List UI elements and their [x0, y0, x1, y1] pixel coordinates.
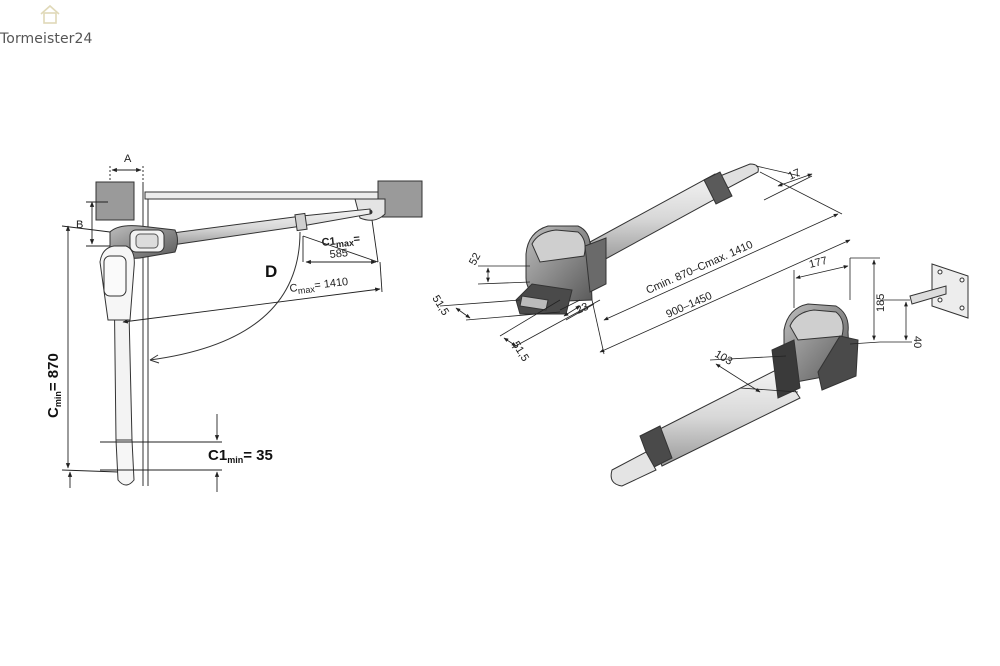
dim-185: 185	[875, 294, 887, 312]
cmin-main: C	[45, 407, 62, 418]
label-d: D	[265, 262, 277, 281]
iso-labels: 52 51,5 51,5 23 17 Cmin. 870–Cmax. 1410 …	[429, 167, 802, 364]
iso-operator-lower-drawing	[610, 263, 969, 487]
dim-17: 17	[786, 167, 802, 183]
gate-leaf-closed	[144, 191, 381, 200]
cmax-sub: max	[297, 284, 316, 296]
dim-23: 23	[574, 301, 590, 317]
iso-operator-drawing	[515, 163, 759, 315]
c1min-sub: min	[227, 455, 243, 465]
pillar	[95, 181, 135, 221]
wall-bracket-arm	[909, 285, 947, 305]
label-c1max-value: 585	[329, 247, 349, 261]
dim-51-5-a: 51,5	[429, 293, 451, 318]
c1min-value: = 35	[243, 447, 273, 464]
top-view-labels: A B D C1max= 585 Cmax= 1410 Cmin= 870 C1…	[45, 153, 361, 465]
label-b: B	[76, 219, 83, 231]
top-view-dimensions	[61, 167, 383, 492]
dim-177: 177	[808, 255, 829, 271]
piston-rod-lower	[610, 451, 657, 487]
c1max-main: C1	[321, 236, 336, 249]
brand-name: Tormeister24	[0, 31, 93, 47]
dim-51-5-b: 51,5	[509, 339, 531, 364]
dim-stroke: Cmin. 870–Cmax. 1410	[644, 239, 754, 297]
c1max-eq: =	[353, 233, 361, 246]
top-view-diagram	[95, 166, 423, 486]
cmin-sub: min	[53, 391, 63, 407]
label-cmin: Cmin= 870	[45, 353, 63, 418]
c1min-main: C1	[208, 447, 227, 464]
iso-dimensions	[439, 165, 851, 355]
bracket-dimensions	[709, 257, 912, 393]
house-icon	[40, 4, 60, 24]
dim-range: 900–1450	[664, 290, 714, 321]
label-cmax: Cmax= 1410	[289, 276, 349, 297]
dim-103: 103	[713, 348, 735, 368]
cmax-main: C	[289, 282, 298, 295]
c1max-sub: max	[335, 238, 354, 250]
label-c1min: C1min= 35	[208, 447, 273, 465]
cmin-value: = 870	[45, 353, 62, 391]
dim-52: 52	[467, 251, 483, 267]
label-c1max: C1max=	[321, 233, 361, 251]
label-a: A	[124, 153, 132, 165]
brand-logo: Tormeister24	[0, 0, 110, 50]
dim-40: 40	[911, 336, 923, 348]
cmax-value: = 1410	[314, 276, 349, 292]
